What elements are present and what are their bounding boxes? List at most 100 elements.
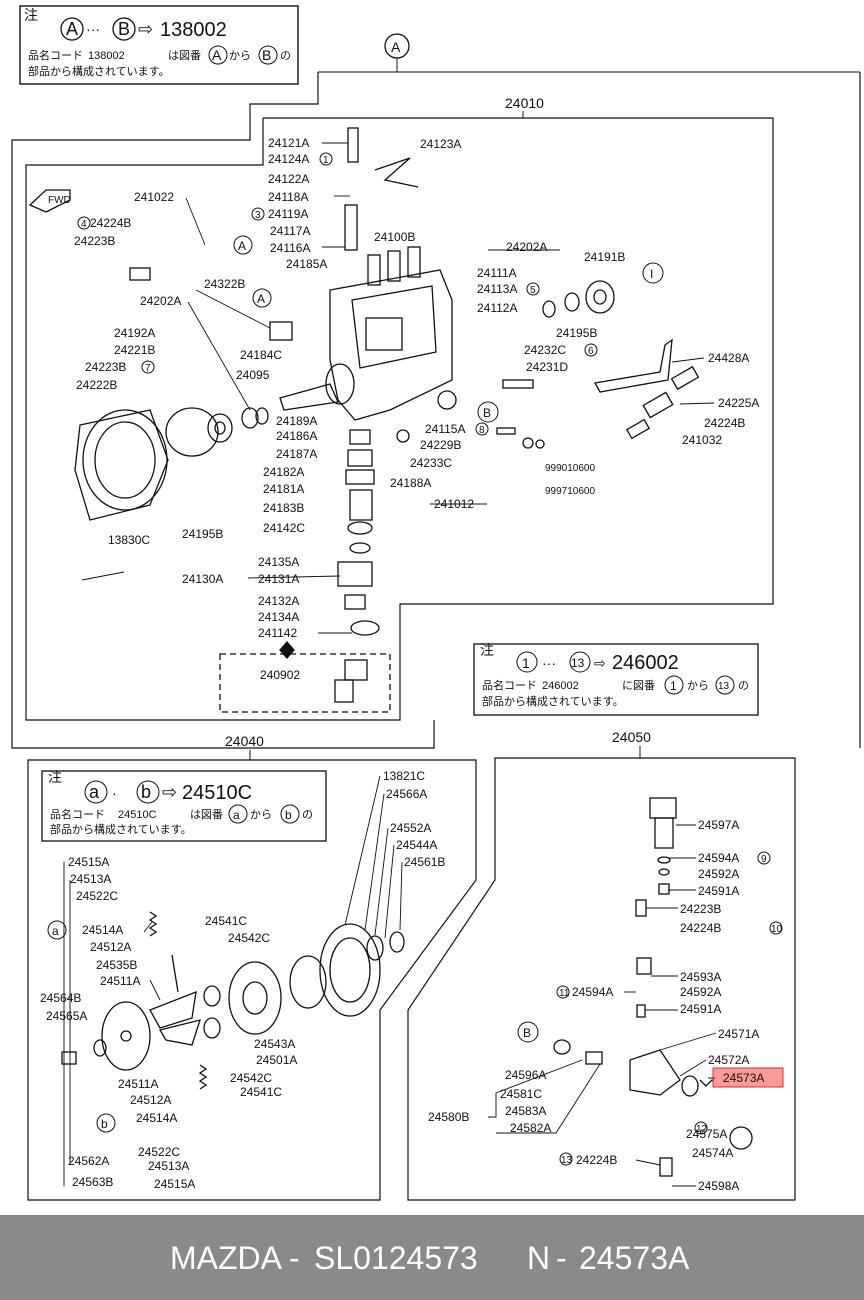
svg-text:24571A: 24571A <box>718 1027 759 1041</box>
svg-text:24552A: 24552A <box>390 821 431 835</box>
svg-text:24232C: 24232C <box>524 343 566 357</box>
svg-text:24572A: 24572A <box>708 1053 749 1067</box>
svg-text:24510C: 24510C <box>182 782 252 804</box>
svg-text:13: 13 <box>718 681 730 692</box>
svg-text:B: B <box>262 47 271 63</box>
svg-text:b: b <box>285 808 292 822</box>
svg-text:·: · <box>112 785 117 801</box>
svg-text:24134A: 24134A <box>258 610 299 624</box>
svg-text:24592A: 24592A <box>698 867 739 881</box>
gov-leader-lines <box>63 775 403 1186</box>
right-labels: 24597A 24594A 24592A 24591A 24223B 24224… <box>428 818 764 1193</box>
svg-text:24050: 24050 <box>612 729 651 745</box>
svg-text:24501A: 24501A <box>256 1053 297 1067</box>
svg-text:24184C: 24184C <box>240 348 282 362</box>
svg-text:の: の <box>280 50 291 62</box>
svg-text:24562A: 24562A <box>68 1154 109 1168</box>
svg-text:13821C: 13821C <box>383 769 425 783</box>
stop-solenoid-drawing <box>553 797 753 1177</box>
svg-text:24183B: 24183B <box>263 501 304 515</box>
svg-text:1: 1 <box>323 155 329 166</box>
svg-text:24202A: 24202A <box>140 294 181 308</box>
footer-part-number: SL0124573 <box>314 1240 478 1276</box>
parts-diagram: 注 A ··· B ⇨ 138002 品名コード 138002 は図番 A から… <box>11 5 861 1201</box>
svg-text:I: I <box>650 267 653 281</box>
svg-text:24225A: 24225A <box>718 396 759 410</box>
svg-text:9: 9 <box>761 854 767 865</box>
svg-text:24594A: 24594A <box>698 851 739 865</box>
svg-text:4: 4 <box>81 219 87 230</box>
svg-text:24594A: 24594A <box>572 985 613 999</box>
svg-text:24130A: 24130A <box>182 572 223 586</box>
svg-text:24542C: 24542C <box>230 1071 272 1085</box>
svg-text:241032: 241032 <box>682 433 722 447</box>
svg-text:24112A: 24112A <box>477 301 517 315</box>
svg-text:24135A: 24135A <box>258 555 299 569</box>
svg-text:部品から構成されています。: 部品から構成されています。 <box>28 64 170 78</box>
svg-text:24522C: 24522C <box>76 889 118 903</box>
highlight-part-box <box>712 1067 784 1088</box>
svg-text:B: B <box>523 1026 531 1040</box>
svg-text:⇨: ⇨ <box>594 655 606 671</box>
section-24040: 24040 <box>27 733 477 1201</box>
svg-text:b: b <box>101 1117 108 1131</box>
svg-text:品名コード: 品名コード <box>482 678 537 692</box>
svg-text:24575A: 24575A <box>686 1127 727 1141</box>
svg-text:24117A: 24117A <box>270 224 310 238</box>
svg-text:注: 注 <box>480 642 494 658</box>
svg-text:24231D: 24231D <box>526 360 568 374</box>
svg-text:24186A: 24186A <box>276 429 317 443</box>
svg-text:24195B: 24195B <box>556 326 597 340</box>
svg-text:240902: 240902 <box>260 668 300 682</box>
svg-text:から: から <box>229 49 251 62</box>
svg-text:24202A: 24202A <box>506 240 547 254</box>
svg-text:A: A <box>238 239 246 253</box>
svg-text:24100B: 24100B <box>374 230 415 244</box>
pump-callout-circles: A A I B <box>233 235 664 423</box>
svg-text:24580B: 24580B <box>428 1110 469 1124</box>
svg-text:部品から構成されています。: 部品から構成されています。 <box>50 822 192 836</box>
svg-text:···: ··· <box>542 655 556 671</box>
svg-text:に図番: に図番 <box>622 679 655 692</box>
svg-text:24596A: 24596A <box>505 1068 546 1082</box>
svg-text:24124A: 24124A <box>268 152 309 166</box>
footer-ref-code: 24573A <box>579 1240 690 1276</box>
svg-text:24118A: 24118A <box>268 190 308 204</box>
callout-a-header: A <box>318 33 860 73</box>
svg-text:の: の <box>302 809 313 821</box>
svg-text:24598A: 24598A <box>698 1179 739 1193</box>
svg-text:13830C: 13830C <box>108 533 150 547</box>
svg-text:24322B: 24322B <box>204 277 245 291</box>
svg-text:24564B: 24564B <box>40 991 81 1005</box>
note-main-from: A <box>66 19 78 39</box>
svg-text:999710600: 999710600 <box>545 486 595 497</box>
svg-text:部品から構成されています。: 部品から構成されています。 <box>482 694 624 708</box>
svg-text:246002: 246002 <box>612 652 679 674</box>
svg-text:24514A: 24514A <box>82 923 123 937</box>
svg-text:24123A: 24123A <box>420 137 461 151</box>
svg-text:24040: 24040 <box>225 733 264 749</box>
fwd-arrow-icon: FWD <box>28 189 71 213</box>
svg-text:24544A: 24544A <box>396 838 437 852</box>
svg-text:24511A: 24511A <box>100 974 140 988</box>
svg-text:FWD: FWD <box>48 195 71 206</box>
svg-text:24512A: 24512A <box>90 940 131 954</box>
svg-text:24591A: 24591A <box>680 1002 721 1016</box>
svg-text:24192A: 24192A <box>114 326 155 340</box>
svg-text:24541C: 24541C <box>240 1085 282 1099</box>
svg-text:から: から <box>250 808 272 821</box>
svg-text:24561B: 24561B <box>404 855 445 869</box>
svg-text:24224B: 24224B <box>90 216 131 230</box>
note-main-code: 138002 <box>160 19 227 41</box>
svg-text:13: 13 <box>571 656 585 670</box>
svg-text:品名コード: 品名コード <box>28 48 83 62</box>
section-title-24010: 24010 <box>505 95 544 111</box>
svg-text:24563B: 24563B <box>72 1175 113 1189</box>
svg-text:24592A: 24592A <box>680 985 721 999</box>
svg-text:24113A: 24113A <box>477 282 517 296</box>
svg-text:7: 7 <box>145 363 151 374</box>
svg-text:24115A: 24115A <box>425 422 465 436</box>
note-main: 注 A ··· B ⇨ 138002 品名コード 138002 は図番 A から… <box>19 5 299 85</box>
svg-text:a: a <box>52 924 59 938</box>
svg-text:24593A: 24593A <box>680 970 721 984</box>
